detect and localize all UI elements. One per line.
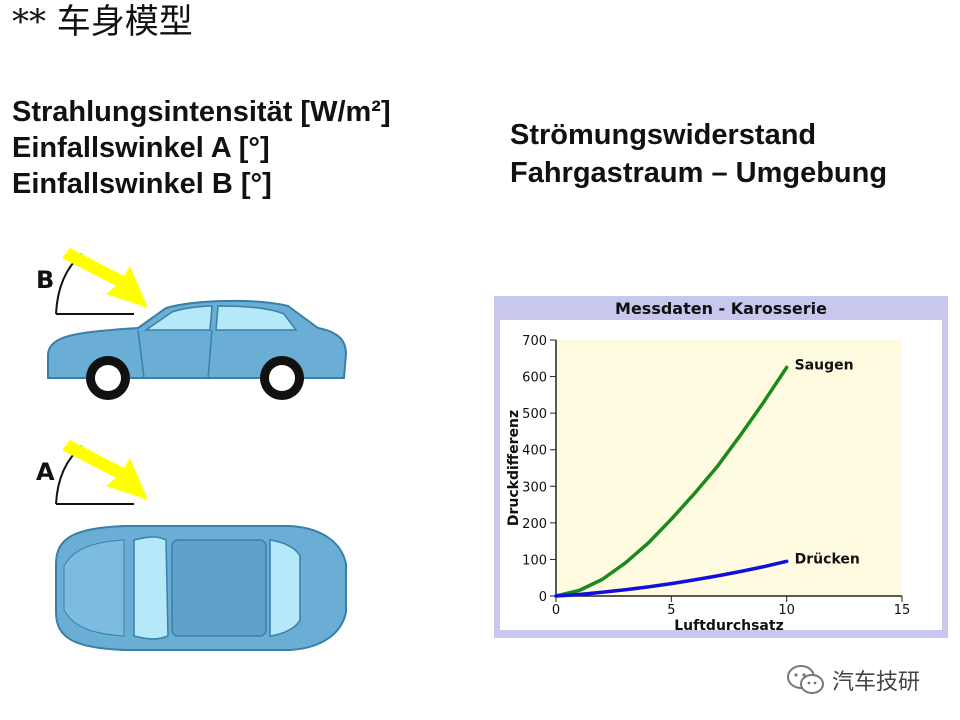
heading-line-cabin-environment: Fahrgastraum – Umgebung [510, 157, 888, 189]
x-tick-label: 5 [667, 603, 675, 618]
x-tick-label: 0 [552, 603, 560, 618]
heading-line-angle-b: Einfallswinkel B [°] [12, 168, 272, 200]
y-tick-label: 200 [522, 517, 547, 532]
car-side-view: B [36, 248, 348, 400]
y-tick-label: 400 [522, 444, 547, 459]
left-heading: Strahlungsintensität [W/m²] Einfallswink… [12, 94, 391, 202]
heading-line-flow-resistance: Strömungswiderstand [510, 119, 817, 151]
chart-ticks: 0 100 200 300 400 500 600 700 0 5 10 15 [522, 334, 910, 618]
x-tick-label: 10 [778, 603, 795, 618]
chart-pressure-vs-airflow: Messdaten - Karosserie 01002003004005006… [494, 296, 948, 638]
car-wheel-rear [260, 356, 304, 400]
sun-ray-arrow-a [62, 440, 148, 500]
car-wheel-front [86, 356, 130, 400]
y-tick-label: 0 [539, 590, 547, 605]
car-top-view: A [36, 440, 347, 651]
wechat-icon [787, 665, 824, 694]
watermark: 汽车技研 [786, 660, 920, 700]
right-heading: Strömungswiderstand Fahrgastraum – Umgeb… [510, 116, 887, 192]
chart-plot-area [556, 340, 902, 596]
chart-y-label: Druckdifferenz [506, 410, 522, 526]
watermark-text: 汽车技研 [832, 670, 921, 695]
y-tick-label: 700 [522, 334, 547, 349]
x-tick-label: 15 [894, 603, 911, 618]
car-body-top [55, 525, 347, 651]
series-label-2: Drücken [795, 551, 860, 567]
y-tick-label: 600 [522, 371, 547, 386]
heading-line-radiation: Strahlungsintensität [W/m²] [12, 96, 391, 128]
y-tick-label: 100 [522, 553, 547, 568]
y-tick-label: 300 [522, 480, 547, 495]
sun-ray-arrow-b [62, 248, 148, 308]
chart-title: Messdaten - Karosserie [615, 299, 827, 318]
slide-title: ** 车身模型 [12, 2, 193, 42]
series-line-2 [554, 559, 789, 598]
heading-line-angle-a: Einfallswinkel A [°] [12, 132, 270, 164]
series-label-1: Saugen [795, 357, 854, 373]
y-tick-label: 500 [522, 407, 547, 422]
angle-label-a: A [36, 458, 55, 486]
chart-x-label: Luftdurchsatz [674, 618, 783, 634]
series-line-1 [554, 365, 789, 598]
angle-label-b: B [36, 266, 54, 294]
